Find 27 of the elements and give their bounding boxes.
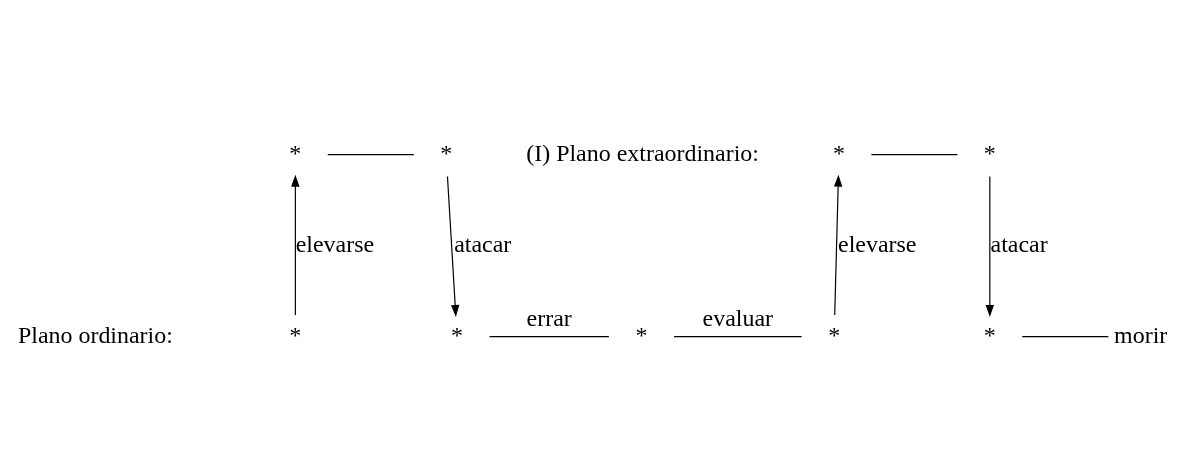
edge-label: atacar (454, 230, 512, 257)
node-text: * (983, 139, 996, 166)
label: Plano ordinario: (17, 321, 173, 348)
edge-label: elevarse (838, 230, 917, 257)
edge-label: evaluar (702, 304, 773, 331)
edge-label: atacar (990, 230, 1048, 257)
connector (870, 154, 959, 156)
arrow (985, 175, 995, 317)
arrow (833, 174, 843, 316)
node-text: * (440, 139, 453, 166)
connector (673, 336, 803, 338)
arrow (291, 174, 300, 316)
connector (488, 336, 610, 338)
connector (327, 154, 415, 156)
node-text: * (289, 321, 302, 348)
arrow (446, 175, 460, 317)
node-text: * (289, 139, 302, 166)
edge-label: errar (526, 304, 572, 331)
node-text: * (828, 321, 841, 348)
connector (1021, 336, 1109, 338)
node-text: * (635, 321, 648, 348)
edge-label: elevarse (295, 230, 375, 257)
label: (I) Plano extraordinario: (526, 139, 759, 166)
node-text: * (983, 321, 996, 348)
node-text: morir (1114, 321, 1168, 348)
node-text: * (451, 321, 463, 348)
node-text: * (832, 139, 845, 166)
